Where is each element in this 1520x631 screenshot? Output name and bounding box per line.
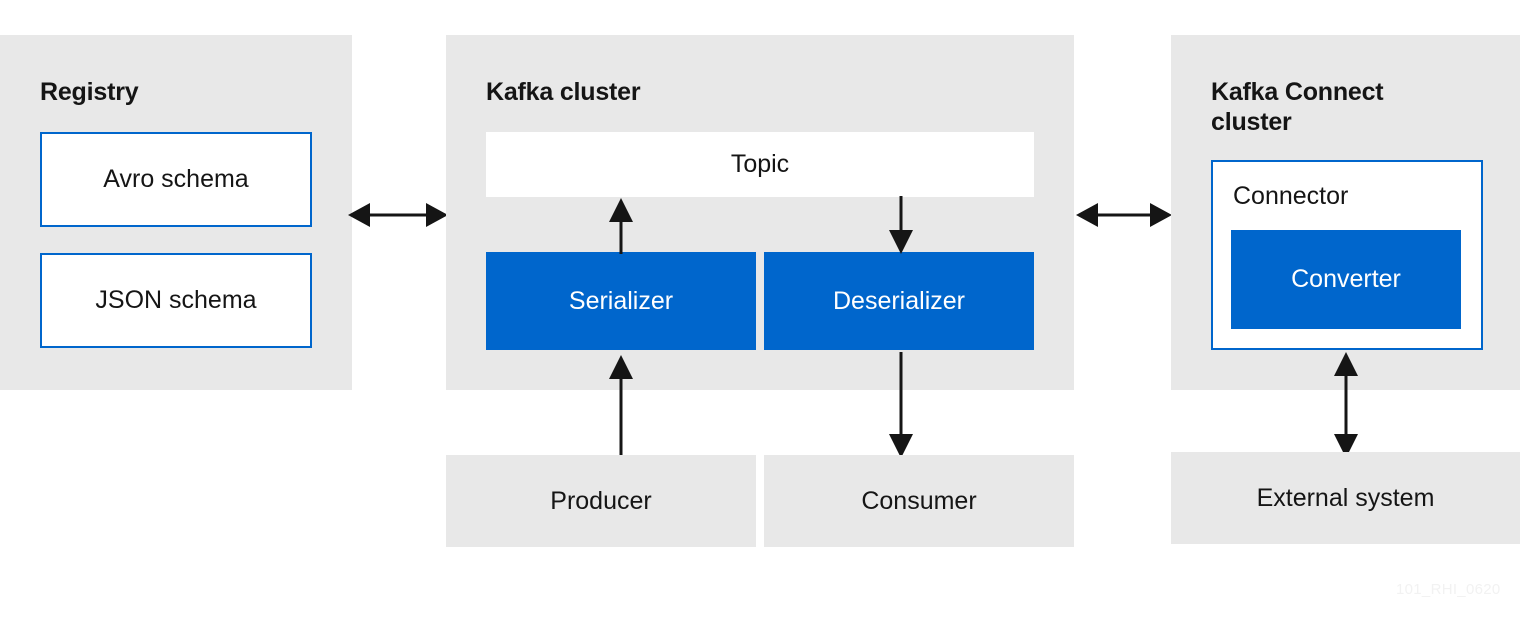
topic-to-deserializer-arrow <box>886 196 916 254</box>
avro-schema-label: Avro schema <box>103 165 249 193</box>
serializer-to-topic-arrow <box>606 198 636 254</box>
kafka-cluster-panel-title: Kafka cluster <box>486 78 641 106</box>
external-system-label: External system <box>1256 483 1435 512</box>
producer-to-serializer-arrow <box>606 355 636 460</box>
json-schema-box[interactable]: JSON schema <box>40 253 312 348</box>
consumer-label: Consumer <box>861 486 977 515</box>
connector-box[interactable]: Connector Converter <box>1211 160 1483 350</box>
serializer-box[interactable]: Serializer <box>486 252 756 350</box>
topic-box[interactable]: Topic <box>486 132 1034 197</box>
consumer-box[interactable]: Consumer <box>764 455 1074 547</box>
json-schema-label: JSON schema <box>95 286 257 314</box>
deserializer-box[interactable]: Deserializer <box>764 252 1034 350</box>
kafka-connect-bidirectional-arrow <box>1076 200 1172 230</box>
producer-label: Producer <box>550 486 652 515</box>
registry-kafka-bidirectional-arrow <box>348 200 448 230</box>
connector-external-bidirectional-arrow <box>1331 352 1361 458</box>
registry-panel: Registry Avro schema JSON schema <box>0 35 352 390</box>
kafka-connect-cluster-panel: Kafka Connect cluster Connector Converte… <box>1171 35 1520 390</box>
converter-box[interactable]: Converter <box>1231 230 1461 329</box>
converter-label: Converter <box>1291 265 1401 293</box>
external-system-box[interactable]: External system <box>1171 452 1520 544</box>
serializer-label: Serializer <box>568 286 674 315</box>
topic-label: Topic <box>730 150 790 178</box>
deserializer-to-consumer-arrow <box>886 352 916 458</box>
kafka-cluster-panel: Kafka cluster Topic Serializer Deseriali… <box>446 35 1074 390</box>
kafka-connect-cluster-panel-title: Kafka Connect cluster <box>1211 78 1384 136</box>
connector-label: Connector <box>1233 182 1349 210</box>
deserializer-label: Deserializer <box>833 286 965 315</box>
producer-box[interactable]: Producer <box>446 455 756 547</box>
avro-schema-box[interactable]: Avro schema <box>40 132 312 227</box>
watermark-label: 101_RHI_0620 <box>1396 581 1501 598</box>
registry-panel-title: Registry <box>40 78 139 106</box>
